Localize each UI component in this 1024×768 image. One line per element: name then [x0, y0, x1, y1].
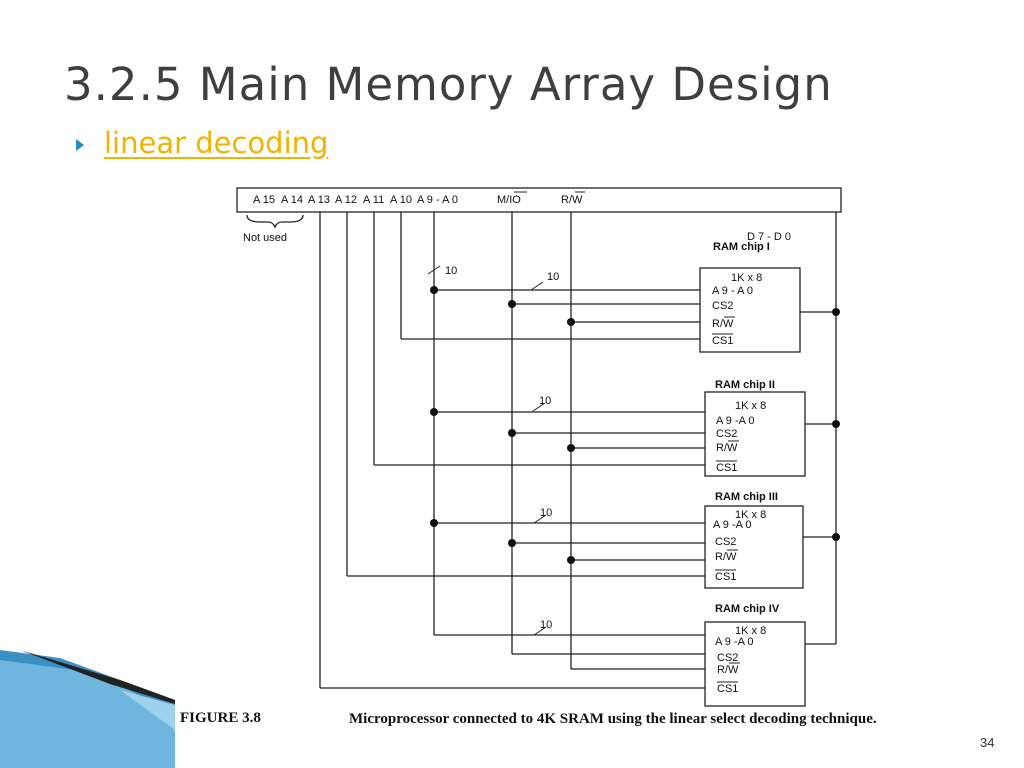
chip-addr: A 9 -A 0 [716, 415, 755, 427]
chip-cs1: CS1 [716, 462, 737, 474]
bus-width-label-5: 10 [540, 619, 552, 631]
label-a14: A 14 [281, 194, 303, 206]
bus-width-label-2: 10 [547, 271, 559, 283]
chip-rw: R/W [715, 551, 737, 563]
chip-name: RAM chip I [713, 241, 770, 253]
chip-addr: A 9 -A 0 [713, 519, 752, 531]
label-not-used: Not used [243, 232, 287, 244]
chip-rw: R/W [717, 664, 739, 676]
triangle-bullet-icon [76, 139, 84, 151]
chip-rw: R/W [712, 318, 734, 330]
label-data-bus: D 7 - D 0 [747, 231, 791, 243]
chip-addr: A 9 -A 0 [715, 636, 754, 648]
circuit-figure: A 15 A 14 A 13 A 12 A 11 A 10 A 9 - A 0 … [175, 178, 950, 752]
chip-cs1: CS1 [715, 571, 736, 583]
chip-name: RAM chip II [715, 379, 775, 391]
chip-cs2: CS2 [712, 300, 733, 312]
ram-chip-3: RAM chip III 1K x 8 A 9 -A 0 CS2 R/W CS1 [347, 491, 836, 589]
chip-rw: R/W [716, 442, 738, 454]
caption-label: FIGURE 3.8 [180, 710, 261, 726]
label-r-w: R/W [561, 194, 583, 206]
not-used-brace [246, 214, 304, 229]
chip-cs2: CS2 [715, 536, 736, 548]
caption-text: Microprocessor connected to 4K SRAM usin… [349, 711, 877, 727]
chip-cs2: CS2 [716, 428, 737, 440]
chip-cs1: CS1 [717, 683, 738, 695]
bus-width-label-1: 10 [445, 265, 457, 277]
chip-size: 1K x 8 [731, 272, 762, 284]
circuit-diagram: A 15 A 14 A 13 A 12 A 11 A 10 A 9 - A 0 … [236, 187, 842, 707]
label-a12: A 12 [335, 194, 357, 206]
label-a13: A 13 [308, 194, 330, 206]
bullet-link-linear-decoding[interactable]: linear decoding [104, 126, 329, 160]
chip-addr: A 9 - A 0 [712, 285, 753, 297]
label-a15: A 15 [253, 194, 275, 206]
chip-cs2: CS2 [717, 652, 738, 664]
bus-width-label-4: 10 [540, 507, 552, 519]
slide-title: 3.2.5 Main Memory Array Design [64, 58, 833, 111]
chip-size: 1K x 8 [735, 400, 766, 412]
ram-chip-1: RAM chip I 1K x 8 A 9 - A 0 CS2 R/W CS1 [401, 241, 836, 353]
chip-name: RAM chip IV [715, 603, 780, 615]
label-m-io: M/IO [497, 194, 521, 206]
chip-name: RAM chip III [715, 491, 778, 503]
chip-size: 1K x 8 [735, 625, 766, 637]
chip-cs1: CS1 [712, 335, 733, 347]
ram-chip-4: RAM chip IV 1K x 8 A 9 -A 0 CS2 R/W CS1 [320, 603, 836, 707]
label-a9-a0: A 9 - A 0 [417, 194, 458, 206]
junction-dots [430, 286, 840, 564]
bus-width-label-3: 10 [539, 395, 551, 407]
page-number: 34 [980, 735, 995, 750]
label-a11: A 11 [363, 194, 384, 206]
chip-size: 1K x 8 [735, 509, 766, 521]
address-bus-bar [236, 187, 842, 213]
label-a10: A 10 [390, 194, 412, 206]
ram-chip-2: RAM chip II 1K x 8 A 9 -A 0 CS2 R/W CS1 [374, 379, 836, 477]
